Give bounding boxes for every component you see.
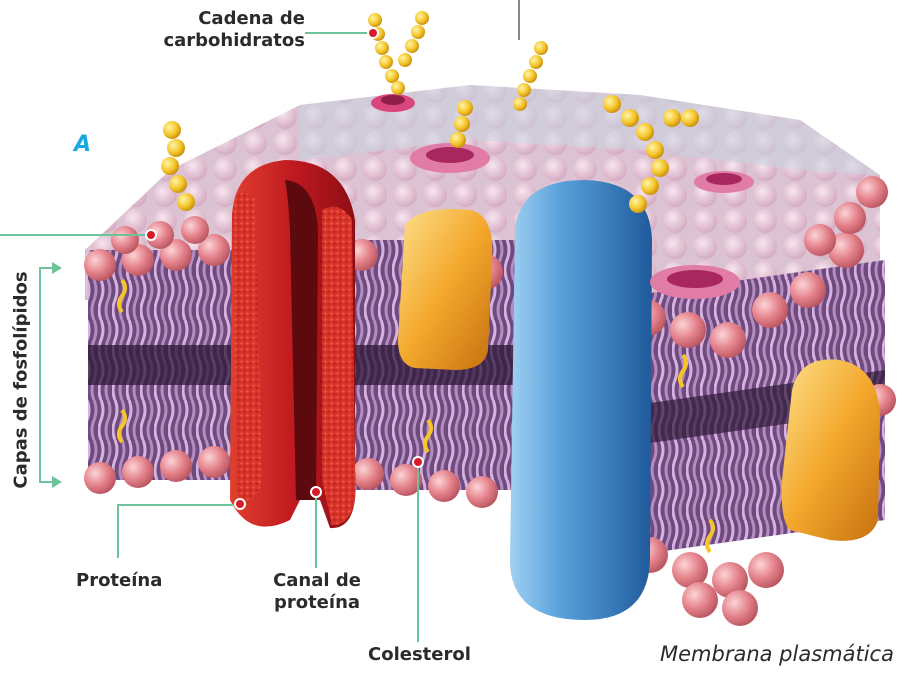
- integral-protein-right: [782, 359, 880, 540]
- label-protein-channel-line1: Canal de: [252, 570, 382, 592]
- label-protein-channel-line2: proteína: [252, 592, 382, 614]
- protein-channel: [230, 160, 356, 528]
- figure-caption: Membrana plasmática: [660, 642, 894, 666]
- label-carbohydrate-chain: Cadena de carbohidratos: [160, 8, 305, 52]
- figure-marker-letter: A: [74, 132, 91, 157]
- label-carbohydrate-chain-line1: Cadena de: [160, 8, 305, 30]
- label-protein: Proteína: [76, 570, 162, 592]
- globular-protein: [398, 209, 492, 370]
- label-phospholipid-layers-text: Capas de fosfolípidos: [11, 271, 32, 488]
- label-protein-channel: Canal de proteína: [252, 570, 382, 614]
- transport-protein: [510, 180, 652, 620]
- label-cholesterol: Colesterol: [368, 644, 471, 666]
- phospholipid-bilayer-left: [88, 250, 238, 480]
- label-phospholipid-layers: Capas de fosfolípidos: [10, 270, 32, 490]
- label-carbohydrate-chain-line2: carbohidratos: [160, 30, 305, 52]
